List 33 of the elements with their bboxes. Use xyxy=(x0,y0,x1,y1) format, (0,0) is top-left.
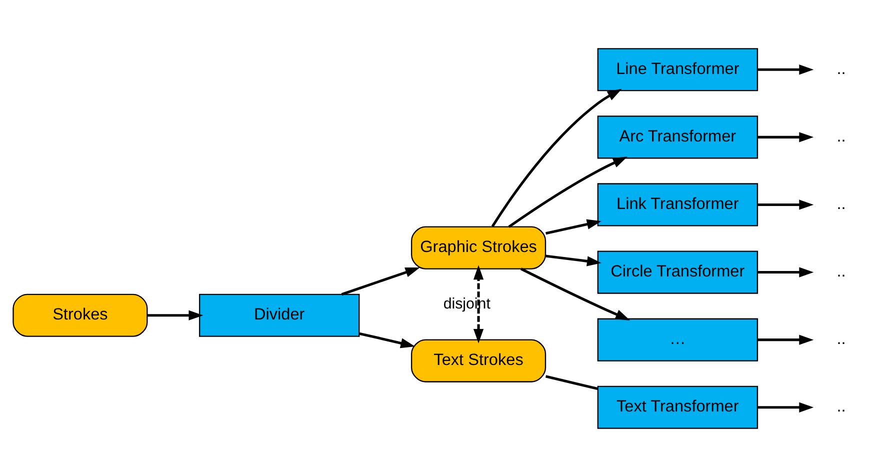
node-text: .. xyxy=(836,262,846,280)
edge-label: disjoint xyxy=(443,294,490,312)
node-text: .. xyxy=(836,126,846,145)
node-box: Divider xyxy=(199,293,360,336)
node-box: Circle Transformer xyxy=(597,250,758,294)
arrow xyxy=(758,199,814,210)
arrow xyxy=(758,334,814,344)
arrow xyxy=(473,264,484,343)
arrow xyxy=(758,266,814,277)
arrow xyxy=(520,267,630,320)
node-box: Arc Transformer xyxy=(597,115,758,158)
node-text: .. xyxy=(836,59,846,78)
arrow xyxy=(758,132,814,142)
arrow xyxy=(758,402,814,412)
arrow xyxy=(147,310,204,320)
node-box: Text Strokes xyxy=(410,338,546,382)
arrow xyxy=(546,254,602,266)
connector xyxy=(545,374,598,390)
arrow xyxy=(359,332,416,348)
node-box: Graphic Strokes xyxy=(410,226,546,269)
arrow xyxy=(758,64,814,74)
arrow xyxy=(508,156,628,228)
node-box: … xyxy=(597,318,758,361)
node-box: Strokes xyxy=(12,293,148,336)
node-box: Link Transformer xyxy=(597,182,758,226)
node-box: Text Transformer xyxy=(597,385,758,428)
node-text: .. xyxy=(836,194,846,213)
node-box: Line Transformer xyxy=(597,48,758,91)
arrow xyxy=(546,218,602,234)
node-text: .. xyxy=(836,330,846,348)
arrow xyxy=(341,266,420,296)
node-text: .. xyxy=(836,397,846,416)
arrow xyxy=(491,88,622,227)
